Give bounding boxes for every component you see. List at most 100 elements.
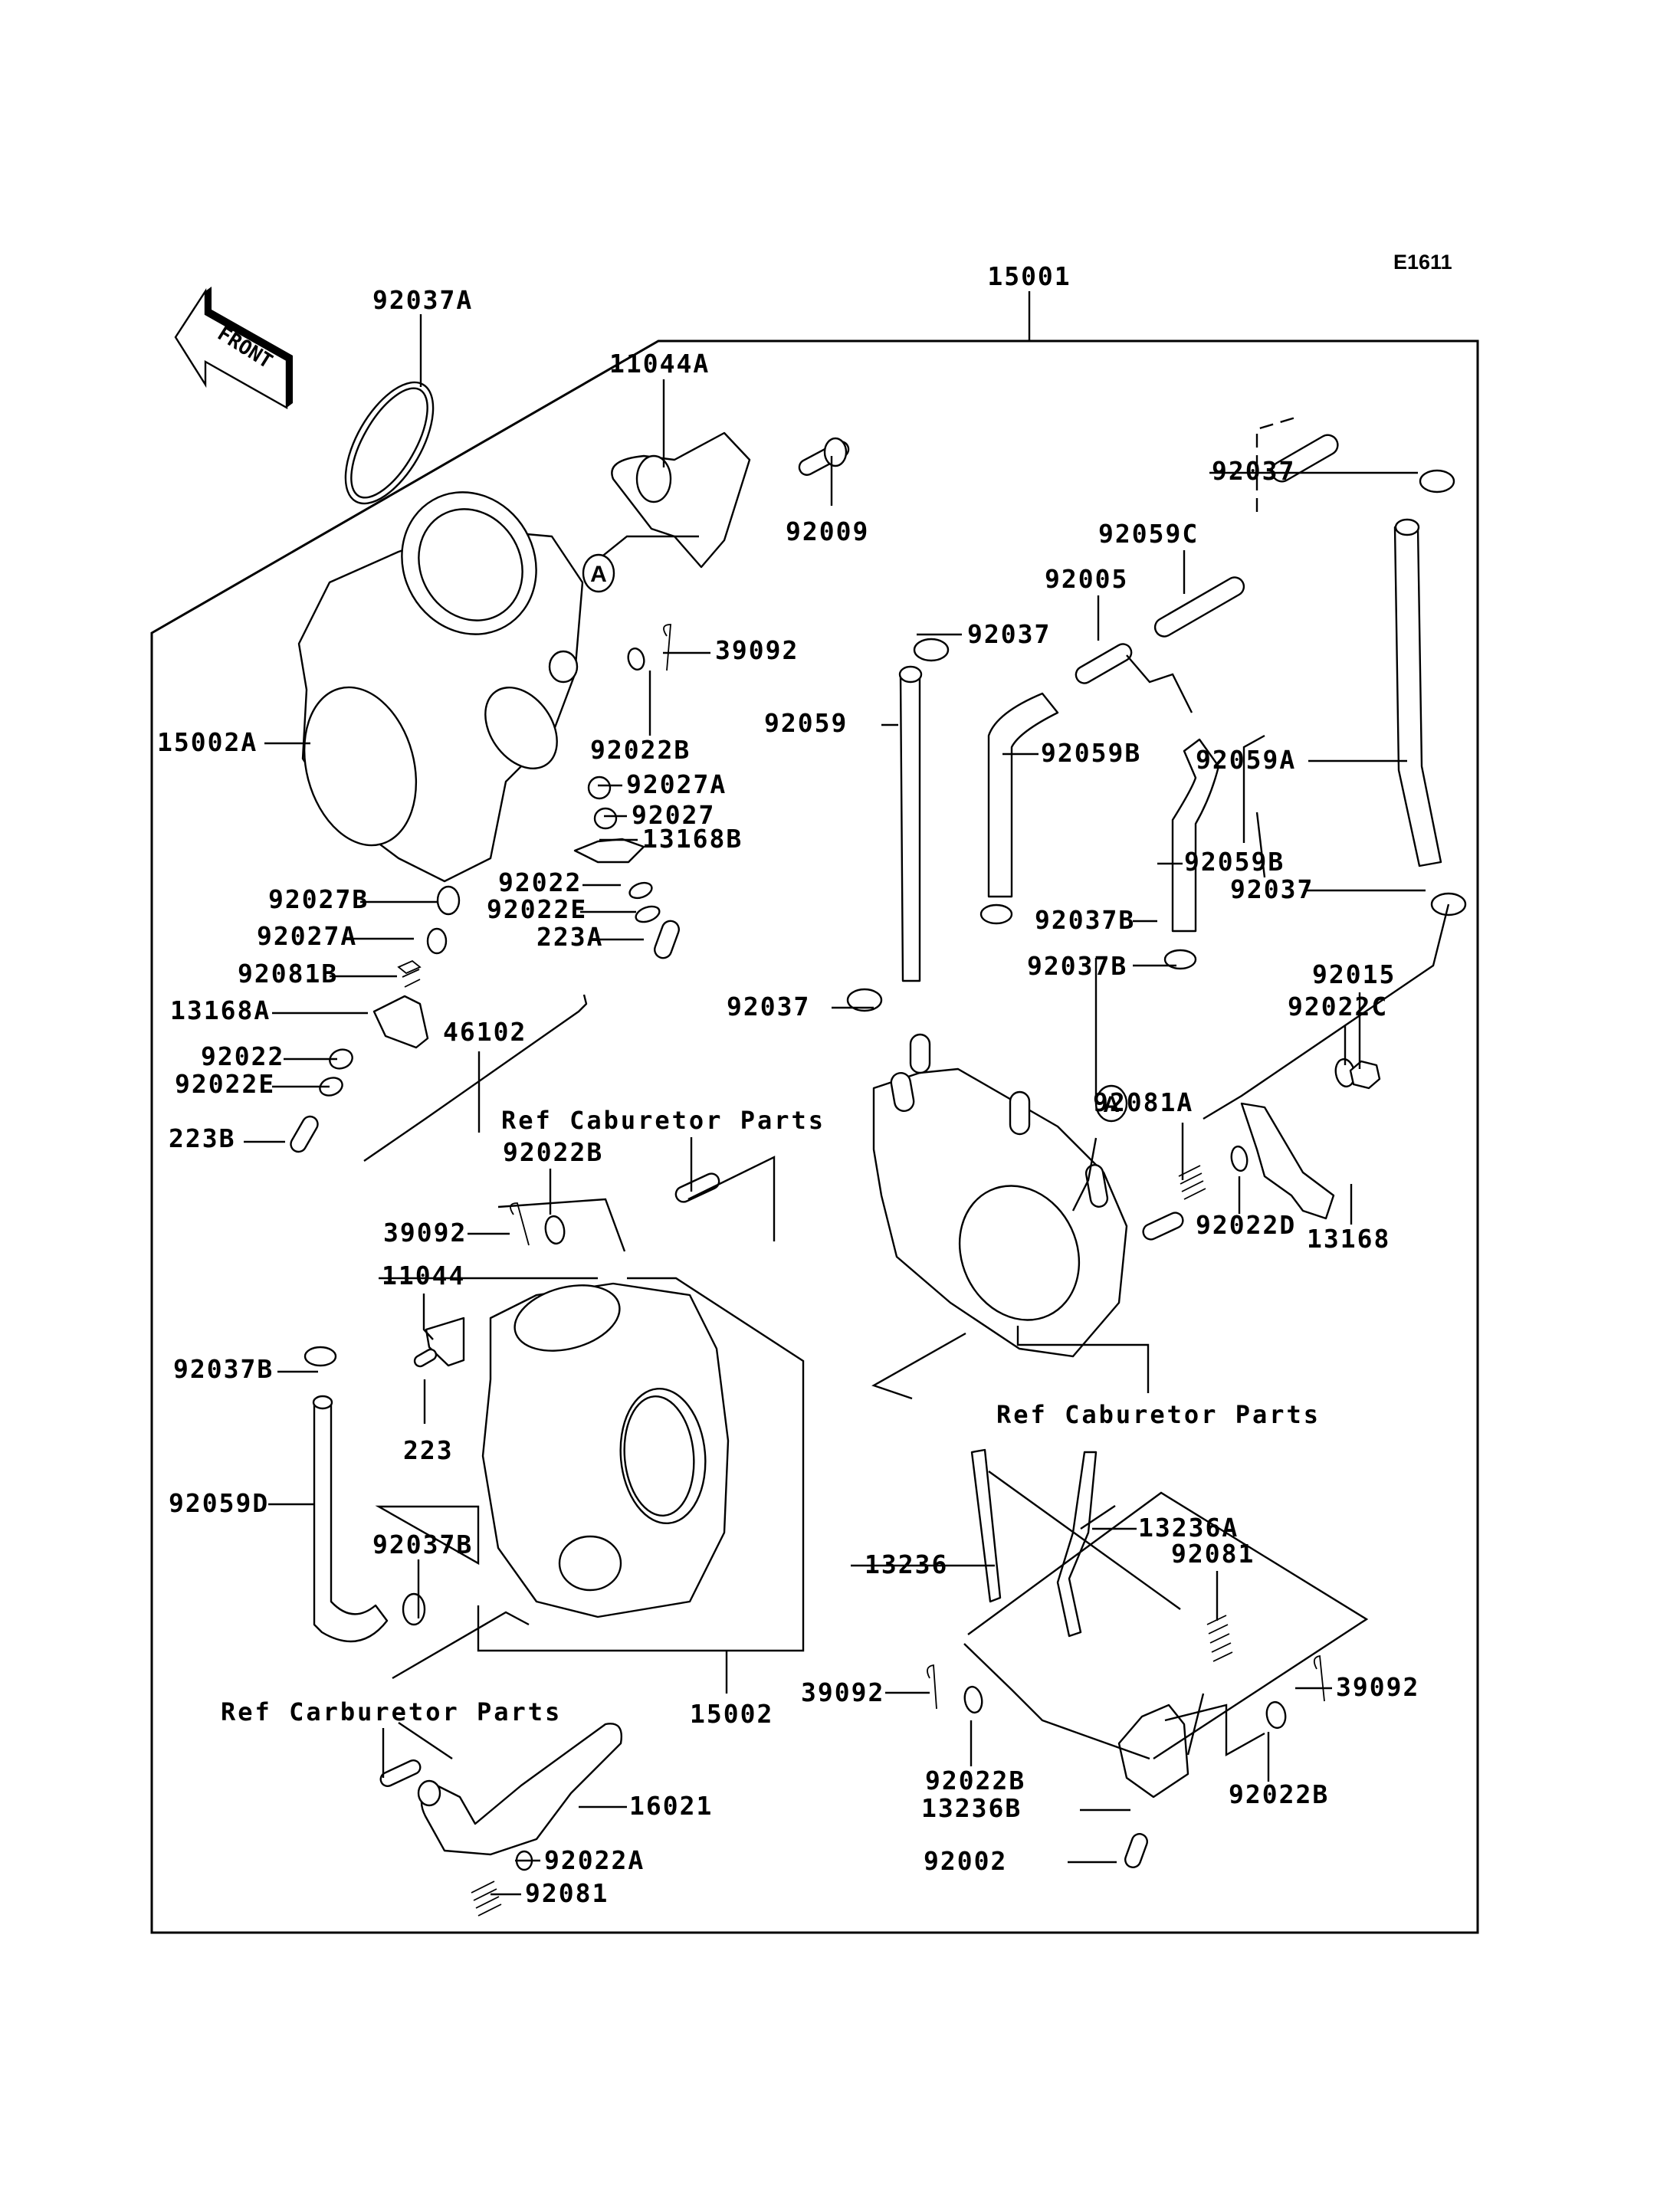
clamp-92037-mid-left	[846, 988, 883, 1012]
callout: 11044	[382, 1261, 465, 1290]
washer-92022B-low-right	[1265, 1700, 1287, 1730]
callout: 92037	[967, 619, 1051, 649]
clamp-92037-top-right	[1419, 469, 1455, 494]
spring-92081-low	[471, 1881, 502, 1917]
callout-labels: 92037A 11044A 92009 39092 92022B 15002A …	[157, 285, 1418, 1908]
leader-ref-cab-2	[1016, 1326, 1150, 1393]
callout: Ref Carburetor Parts	[221, 1697, 562, 1726]
cap-92027A-right	[587, 776, 612, 800]
guide-lever-diamond	[967, 1491, 1369, 1760]
tee-joint-92005	[1075, 643, 1133, 684]
washer-92022E-right	[635, 905, 661, 923]
washer-92022D	[1230, 1145, 1249, 1172]
cotter-pin-39092-mid	[510, 1202, 530, 1246]
carb-pilot-screw	[548, 650, 579, 684]
callout: 16021	[629, 1791, 713, 1821]
callout: 92037B	[1035, 905, 1135, 935]
clamp-92037B-left	[304, 1346, 337, 1367]
callout: 13236B	[921, 1793, 1022, 1823]
callout: 13168	[1307, 1224, 1390, 1254]
callout: 92022B	[503, 1137, 603, 1167]
nut-92015	[1349, 1060, 1381, 1090]
callout: 92022B	[1229, 1779, 1329, 1809]
callout: 46102	[443, 1017, 527, 1047]
washer-92022E-left	[319, 1077, 343, 1097]
carb-top-cover	[514, 1284, 621, 1352]
callout: 92037	[1212, 456, 1295, 486]
clamp-92037-top-mid	[913, 638, 950, 662]
cap-92027	[593, 807, 618, 830]
spring-92081B	[397, 959, 422, 988]
bracket-hole	[635, 454, 672, 503]
bolt-ref-cab-left	[674, 1172, 720, 1203]
nipple-left	[890, 1071, 915, 1113]
clamp-92037B-low	[402, 1592, 426, 1626]
callout: 13236	[865, 1549, 948, 1579]
guide-92059C-dash	[1255, 416, 1296, 512]
washer-92022B-top	[627, 648, 645, 671]
guide-tee-to-hose	[1126, 654, 1193, 713]
guide-a-right	[1071, 1137, 1098, 1212]
carb-float-bowl-plug	[558, 1535, 622, 1592]
callout: 223B	[169, 1123, 235, 1153]
bolt-ref-cab-right	[1142, 1212, 1184, 1241]
callout: 92022	[498, 867, 582, 897]
guide-spring-92081	[1186, 1693, 1205, 1756]
guide-carb-bottom	[871, 1332, 966, 1400]
callout: 92037B	[1027, 951, 1127, 981]
callout: 92022E	[487, 894, 587, 924]
nipple-top	[909, 1033, 931, 1074]
callout: 92002	[924, 1846, 1007, 1876]
callout: Ref Caburetor Parts	[996, 1400, 1321, 1429]
guide-hose-right	[1242, 734, 1265, 843]
carb-outlet-inner	[623, 1395, 695, 1517]
hose-92059B-lower	[1171, 738, 1220, 933]
callout: 92081A	[1093, 1087, 1193, 1117]
guide-13236A-lower	[1080, 1505, 1116, 1530]
callout: 92081B	[238, 959, 338, 989]
reference-marker-a-left: A	[582, 553, 615, 593]
callout: 92027A	[257, 921, 357, 951]
callout: 92027	[632, 800, 715, 830]
link-rod-13236	[970, 1448, 1002, 1603]
guide-lever-right	[1164, 1703, 1265, 1757]
callout: 15002	[690, 1699, 773, 1729]
lever-13168A	[372, 995, 429, 1049]
carb-outlet	[484, 687, 558, 769]
cap-92027A-left	[426, 927, 448, 955]
washer-92022-right	[628, 881, 653, 900]
bolt-223A	[654, 920, 680, 959]
callout: 92022C	[1288, 992, 1388, 1021]
clamp-92037B-mid2	[1163, 949, 1197, 970]
gear-16021	[417, 1779, 441, 1807]
callout: 13168B	[642, 824, 743, 854]
nipple-far-right	[1084, 1164, 1109, 1208]
cable-46102	[363, 994, 588, 1162]
guide-ref-carb-up	[392, 1611, 530, 1680]
cap-92027B	[436, 885, 461, 916]
bolt-92002	[1124, 1833, 1148, 1868]
cotter-pin-39092-right	[1313, 1654, 1325, 1702]
bracket-11044A	[611, 431, 751, 569]
leader-11044	[422, 1294, 434, 1340]
fuel-pump-diaphragm	[958, 1185, 1081, 1321]
guide-92059B-bottom	[1255, 812, 1266, 878]
callout: 223A	[536, 922, 603, 952]
spring-92081-right	[1206, 1615, 1233, 1662]
callout: 13168A	[170, 995, 271, 1025]
front-arrow-icon: FRONT	[174, 287, 293, 410]
callout: 11044A	[609, 349, 710, 379]
callout: 92059C	[1098, 519, 1199, 549]
bracket-11044	[425, 1317, 465, 1367]
washer-92022B-mid	[544, 1215, 566, 1245]
screw-223	[413, 1348, 438, 1368]
link-rod-13236A	[1056, 1451, 1098, 1638]
callout: 92081	[1171, 1539, 1255, 1569]
callout: 92037	[727, 992, 810, 1021]
callout: 92059D	[169, 1488, 269, 1518]
label-15001: 15001	[987, 261, 1071, 291]
carb-diaphragm-inner	[418, 508, 523, 621]
hose-92059D-end	[312, 1395, 333, 1410]
callout: 92059B	[1041, 738, 1141, 768]
callout: 92059B	[1184, 847, 1285, 877]
